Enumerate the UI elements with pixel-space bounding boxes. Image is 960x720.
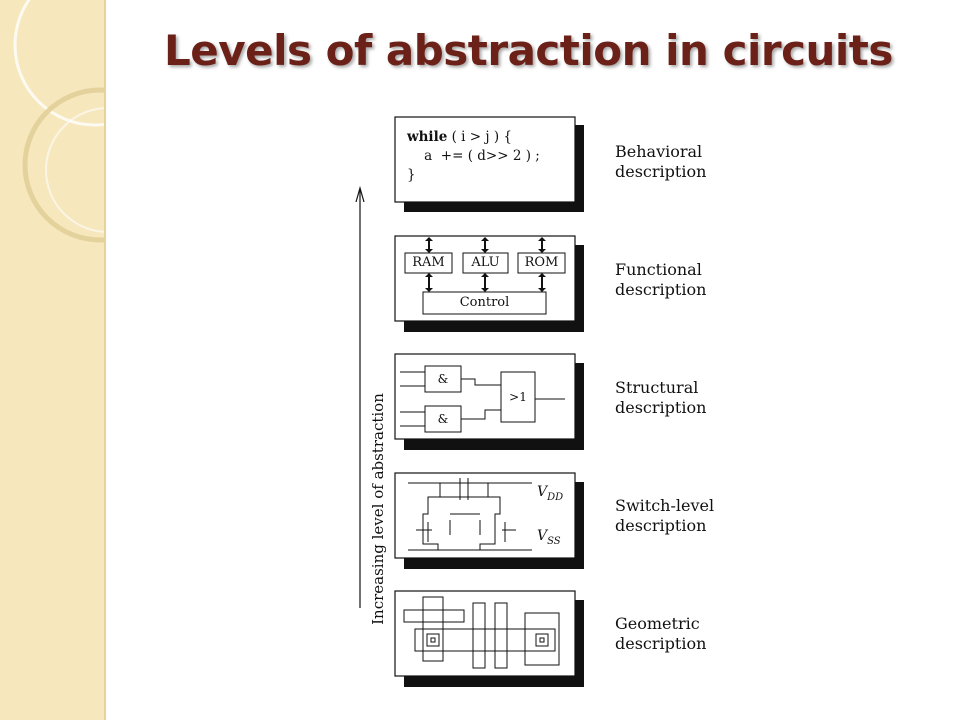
code-line-3: } xyxy=(407,167,416,183)
code-keyword: while xyxy=(407,129,448,145)
behavioral-code: while ( i > j ) { a += ( d>> 2 ) ; } xyxy=(407,128,540,185)
slide-title: Levels of abstraction in circuits xyxy=(164,26,893,75)
ram-block: RAM xyxy=(412,255,445,270)
switch-level-box xyxy=(394,472,584,569)
alu-block: ALU xyxy=(471,255,500,270)
functional-box xyxy=(394,235,584,332)
control-block: Control xyxy=(459,295,510,310)
sidebar-decoration xyxy=(0,0,106,720)
code-line-2: a += ( d>> 2 ) ; xyxy=(407,148,540,164)
geometric-box xyxy=(394,590,584,687)
vss-label: VSS xyxy=(537,528,561,547)
and-gate-1: & xyxy=(437,372,449,386)
rom-block: ROM xyxy=(524,255,559,270)
abstraction-diagram: Increasing level of abstraction while ( … xyxy=(320,110,740,700)
or-gate: >1 xyxy=(509,390,527,404)
diagram-graphics xyxy=(355,116,584,687)
behavioral-box xyxy=(394,116,584,212)
decorative-circles-icon xyxy=(13,0,104,243)
vdd-label: VDD xyxy=(537,484,564,503)
axis-label: Increasing level of abstraction xyxy=(369,393,387,625)
abstraction-axis-arrow xyxy=(355,185,365,608)
and-gate-2: & xyxy=(437,412,449,426)
code-line-1: ( i > j ) { xyxy=(447,129,512,145)
structural-box xyxy=(394,353,584,450)
